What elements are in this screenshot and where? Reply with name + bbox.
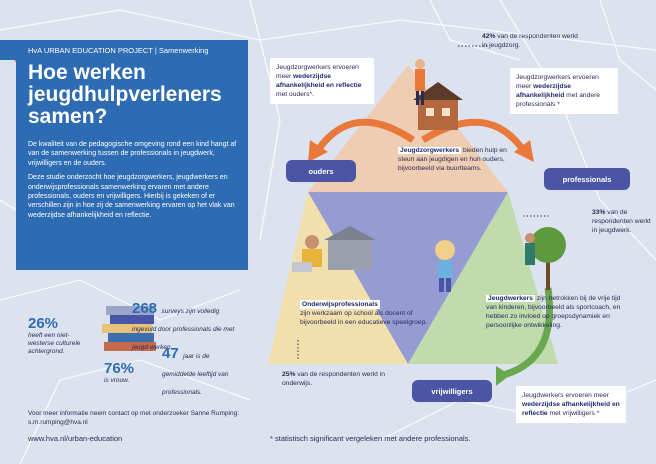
arrow-head-ouders <box>308 140 328 162</box>
finding-ouders-pre: Jeugdzorgwerkers ervoeren meer <box>276 64 359 80</box>
stat-surveys: 268 surveys zijn volledig ingevuld door … <box>132 300 242 354</box>
child-icon <box>435 240 455 292</box>
finding-professionals-post: met andere professionals * <box>516 92 601 108</box>
finding-ouders-bold: wederzijdse afhankelijkheid en reflectie <box>276 73 362 89</box>
page-title: Hoe werken jeugdhulpverleners samen? <box>28 61 222 128</box>
finding-professionals-bold: wederzijdse afhankelijkheid <box>516 83 572 99</box>
finding-vrijwilligers: Jeugdwerkers ervoeren meer wederzijdse a… <box>516 386 626 423</box>
role-onderwijs-text: zijn werkzaam op school als docent of bi… <box>300 310 428 326</box>
contact-info: Voor meer informatie neem contact op met… <box>28 409 278 427</box>
role-jeugdzorgwerkers-text: bieden hulp en steun aan jeugdigen en hu… <box>398 147 507 172</box>
node-ouders: ouders <box>286 160 356 182</box>
man-laptop-icon <box>292 235 322 272</box>
role-jeugdwerkers: Jeugdwerkers zijn betrokken bij de vrije… <box>486 294 626 330</box>
stat-age-text: jaar is de gemiddelde leeftijd van profe… <box>162 353 229 396</box>
percent-jeugdzorg: 42% van de respondenten werkt in jeugdzo… <box>482 32 582 50</box>
project-header: HvA URBAN EDUCATION PROJECT | Samenwerki… <box>0 40 248 60</box>
role-jeugdwerkers-text: zijn betrokken bij de vrije tijd van kin… <box>486 295 621 329</box>
footer-note: * statistisch significant vergeleken met… <box>270 434 471 443</box>
percent-25-text: van de respondenten werkt in onderwijs. <box>282 371 385 387</box>
finding-professionals-pre: Jeugdzorgwerkers ervoeren meer <box>516 74 599 90</box>
contact-email[interactable]: s.m.rumping@hva.nl <box>28 419 88 426</box>
stat-culture-text: heeft een niet-westerse culturele achter… <box>28 332 81 355</box>
percent-33-text: van de respondenten werkt in jeugdwerk. <box>592 209 651 234</box>
role-jeugdzorgwerkers: Jeugdzorgwerkers bieden hulp en steun aa… <box>398 146 516 173</box>
triangle-jeugdzorg <box>308 65 508 192</box>
house-icon <box>413 82 463 130</box>
project-label: HvA URBAN EDUCATION PROJECT | Samenwerki… <box>28 45 209 55</box>
stat-culture: 26% heeft een niet-westerse culturele ac… <box>28 315 90 356</box>
stat-age: 47 jaar is de gemiddelde leeftijd van pr… <box>162 345 244 399</box>
role-jeugdzorgwerkers-head: Jeugdzorgwerkers <box>398 147 462 154</box>
stat-culture-number: 26% <box>28 315 59 332</box>
arrow-head-professionals <box>514 140 534 162</box>
percent-33: 33% <box>592 209 606 216</box>
finding-ouders-post: met ouders*. <box>276 91 314 98</box>
school-icon <box>324 226 376 270</box>
finding-vrijwilligers-pre: Jeugdwerkers ervoeren meer <box>522 392 609 399</box>
intro-panel <box>16 60 248 270</box>
node-professionals: professionals <box>544 168 630 190</box>
stat-surveys-number: 268 <box>132 300 158 317</box>
contact-line: Voor meer informatie neem contact op met… <box>28 410 240 417</box>
role-onderwijsprofessionals: Onderwijsprofessionals zijn werkzaam op … <box>300 300 428 327</box>
intro-text: De kwaliteit van de pedagogische omgevin… <box>28 140 240 220</box>
percent-onderwijs: 25% van de respondenten werkt in onderwi… <box>282 370 386 388</box>
stat-age-number: 47 <box>162 345 179 362</box>
arrow-head-vrijwilligers <box>496 366 510 386</box>
tree-icon <box>530 227 566 290</box>
footer-url[interactable]: www.hva.nl/urban-education <box>28 434 123 443</box>
arrow-to-professionals <box>421 118 526 153</box>
stat-women-number: 76% <box>104 360 135 377</box>
finding-vrijwilligers-bold: wederzijdse afhankelijkheid en reflectie <box>522 401 620 417</box>
role-jeugdwerkers-head: Jeugdwerkers <box>486 295 535 302</box>
stat-women-text: is vrouw. <box>104 377 130 384</box>
percent-25: 25% <box>282 371 296 378</box>
jeugdwerker-icon <box>525 233 535 265</box>
woman-icon <box>415 59 425 105</box>
percent-42-text: van de respondenten werkt in jeugdzorg. <box>482 33 578 49</box>
node-vrijwilligers: vrijwilligers <box>412 380 492 402</box>
arrow-to-vrijwilligers <box>501 287 553 379</box>
finding-professionals: Jeugdzorgwerkers ervoeren meer wederzijd… <box>510 68 618 114</box>
finding-vrijwilligers-post: met vrijwilligers * <box>547 410 600 417</box>
finding-ouders: Jeugdzorgwerkers ervoeren meer wederzijd… <box>270 58 374 104</box>
percent-jeugdwerk: 33% van de respondenten werkt in jeugdwe… <box>592 208 652 235</box>
intro-paragraph-2: Deze studie onderzocht hoe jeugdzorgwerk… <box>28 174 235 219</box>
triangle-jeugdwerk <box>408 192 558 364</box>
triangle-onderwijs <box>268 192 408 364</box>
role-onderwijs-head: Onderwijsprofessionals <box>300 300 380 309</box>
percent-42: 42% <box>482 33 496 40</box>
stat-women: 76% is vrouw. <box>104 360 154 385</box>
intro-paragraph-1: De kwaliteit van de pedagogische omgevin… <box>28 141 237 167</box>
arrow-to-ouders <box>315 118 415 153</box>
stat-surveys-text: surveys zijn volledig ingevuld door prof… <box>132 308 235 351</box>
books-illustration <box>102 306 156 351</box>
triangle-diagram <box>268 45 566 386</box>
